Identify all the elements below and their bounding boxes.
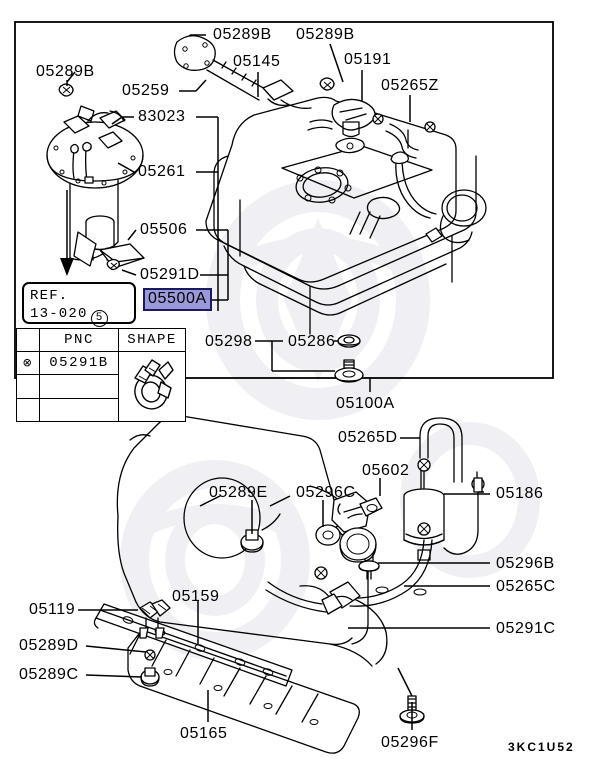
callout-05100a[interactable]: 05100A [336, 395, 395, 412]
hose-clamp-icon [118, 351, 186, 422]
callout-05291d[interactable]: 05291D [140, 266, 200, 283]
cross-mark [424, 121, 436, 133]
cross-mark [372, 113, 384, 125]
reference-circled-number: 5 [90, 310, 108, 327]
callout-05261[interactable]: 05261 [138, 163, 186, 180]
reference-label: REF. [30, 288, 69, 304]
callout-05265z[interactable]: 05265Z [381, 77, 439, 94]
cross-mark [417, 522, 431, 536]
pnc-shape-table: PNC SHAPE ⊗ 05291B [16, 328, 186, 423]
callout-05291c[interactable]: 05291C [496, 620, 556, 637]
table-row[interactable] [16, 397, 186, 423]
ref-arrow [60, 190, 74, 276]
callout-05296f[interactable]: 05296F [381, 734, 439, 751]
callout-05165[interactable]: 05165 [180, 725, 228, 742]
upper-panel-frame [14, 21, 554, 379]
callout-05289b-upper-right[interactable]: 05289B [296, 26, 355, 43]
callout-05289c[interactable]: 05289C [19, 666, 79, 683]
filler-neck [173, 35, 312, 109]
row-mark-3 [16, 397, 40, 423]
fuel-filter-group [240, 417, 485, 615]
table-header-row: PNC SHAPE [16, 328, 186, 352]
callout-05145[interactable]: 05145 [233, 53, 281, 70]
callout-05506[interactable]: 05506 [140, 221, 188, 238]
callout-05289b-upper-left[interactable]: 05289B [36, 63, 95, 80]
callout-05602[interactable]: 05602 [362, 462, 410, 479]
header-shape: SHAPE [118, 328, 186, 352]
diagram-code: 3KC1U52 [508, 740, 575, 754]
callout-05119[interactable]: 05119 [29, 601, 76, 618]
callout-05186[interactable]: 05186 [496, 485, 544, 502]
lower-left-fasteners [139, 599, 171, 687]
fuel-tank-fasteners [255, 334, 371, 392]
callout-05286[interactable]: 05286 [288, 333, 336, 350]
callout-05296b[interactable]: 05296B [496, 555, 555, 572]
row-mark-2 [16, 374, 40, 399]
header-mark [16, 328, 40, 352]
row-pnc-2[interactable] [39, 374, 119, 399]
row-mark-1: ⊗ [16, 350, 40, 376]
fuel-tank-upper [205, 77, 487, 335]
reference-number-text: 13-020 [30, 306, 88, 322]
callout-05296c[interactable]: 05296C [296, 484, 356, 501]
callout-05289e[interactable]: 05289E [209, 484, 268, 501]
hose-clamp-shape [134, 359, 174, 410]
callout-05159[interactable]: 05159 [172, 588, 220, 605]
part-05289b-left [58, 80, 74, 97]
callout-05191[interactable]: 05191 [344, 51, 392, 68]
header-pnc: PNC [39, 328, 119, 352]
table-row[interactable]: ⊗ 05291B [16, 350, 186, 422]
cross-mark [314, 566, 328, 580]
callout-05265d[interactable]: 05265D [338, 429, 398, 446]
row-pnc-05291b[interactable]: 05291B [39, 350, 119, 376]
cross-mark [417, 458, 431, 472]
table-row[interactable] [16, 374, 186, 399]
reference-box [22, 282, 136, 324]
callout-05500a-highlighted[interactable]: 05500A [143, 288, 212, 311]
callout-05298[interactable]: 05298 [205, 333, 253, 350]
fuel-pump-assembly [46, 105, 145, 271]
row-pnc-3[interactable] [39, 397, 119, 423]
callout-05259[interactable]: 05259 [122, 82, 170, 99]
callout-83023[interactable]: 83023 [138, 108, 186, 125]
callout-05289b-upper-mid[interactable]: 05289B [213, 26, 272, 43]
callout-05265c[interactable]: 05265C [496, 578, 556, 595]
leader-lines-lower [78, 437, 490, 730]
callout-05289d[interactable]: 05289D [19, 637, 79, 654]
